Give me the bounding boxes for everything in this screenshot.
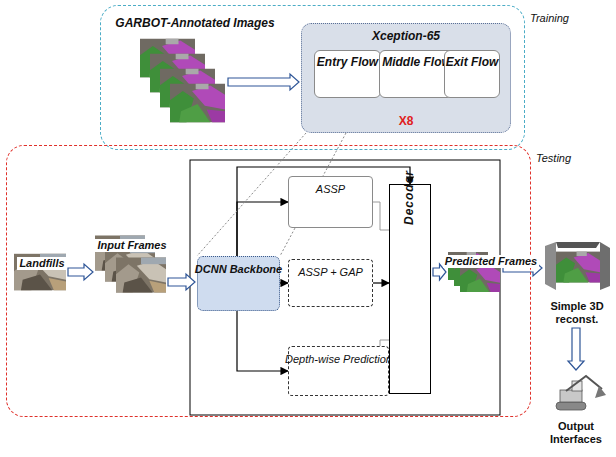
node-label: Exit Flow (445, 56, 499, 68)
node-label: ASSP (316, 183, 345, 196)
process-box: Middle Flow (379, 50, 454, 98)
reconstruction-panel (545, 242, 556, 290)
node-label: Input Frames (95, 239, 168, 252)
node-label: Predicted Frames (443, 255, 539, 268)
node-label: Decoder (404, 170, 417, 225)
input-frame (116, 258, 166, 293)
node-label: Entry Flow (315, 56, 380, 68)
reconstruction-panel (556, 242, 600, 248)
flow-arrow (280, 282, 288, 283)
network-frame (190, 160, 500, 415)
flow-arrow (373, 282, 389, 283)
landfill-photo (14, 254, 66, 290)
decoder-box: Decoder (389, 184, 431, 394)
flow-arrow (237, 311, 288, 371)
region-label: Testing (536, 152, 571, 164)
repeat-label: X8 (302, 114, 510, 128)
node-label: Xception-65 (302, 29, 510, 43)
flow-arrow (237, 167, 410, 256)
node-label: GARBOT-Annotated Images (113, 16, 276, 30)
image-node: Predicted Frames (443, 249, 539, 313)
node-label: DCNN Backbone (195, 263, 282, 276)
process-box: Entry Flow (314, 50, 381, 98)
image-node: Landfills (11, 251, 73, 315)
block-arrow (228, 74, 299, 90)
image-node: Input Frames (87, 233, 177, 315)
node-label: ASSP + GAP (298, 266, 363, 279)
region-label: Training (530, 12, 569, 24)
image-node: Simple 3D reconst. (540, 238, 614, 326)
node-label: Middle Flow (380, 56, 453, 68)
predicted-frame (460, 264, 500, 292)
node-label: Simple 3D reconst. (540, 300, 614, 326)
node-label: Landfills (17, 257, 66, 270)
model-box: Xception-65X8 Entry FlowMiddle FlowExit F… (301, 23, 511, 133)
testing-region: TestingLandfillsInput FramesDCNN Backbon… (6, 145, 531, 417)
feature-line (373, 202, 389, 230)
node-label: Output Interfaces (538, 420, 614, 446)
block-arrow (168, 274, 195, 290)
block-arrow (568, 328, 584, 370)
annotated-image (170, 84, 225, 123)
process-box: ASSP (288, 176, 373, 228)
reconstruction-panel (600, 242, 610, 290)
block-arrow (68, 264, 93, 280)
process-box: Exit Flow (444, 50, 500, 98)
image-set: GARBOT-Annotated Images (109, 10, 281, 130)
process-box: Depth-wise Prediction (288, 346, 389, 396)
process-box: ASSP + GAP (288, 259, 373, 307)
excavator-bucket (595, 386, 606, 398)
flow-arrow (237, 202, 288, 256)
excavator-body (560, 390, 582, 402)
image-node: Output Interfaces (538, 370, 614, 446)
backbone-box: DCNN Backbone (197, 256, 280, 311)
excavator-track (556, 402, 586, 410)
reconstruction-face (556, 252, 600, 283)
node-label: Depth-wise Prediction (285, 353, 392, 366)
excavator-arm (566, 376, 602, 391)
training-region: TrainingGARBOT-Annotated ImagesXception-… (100, 5, 525, 150)
